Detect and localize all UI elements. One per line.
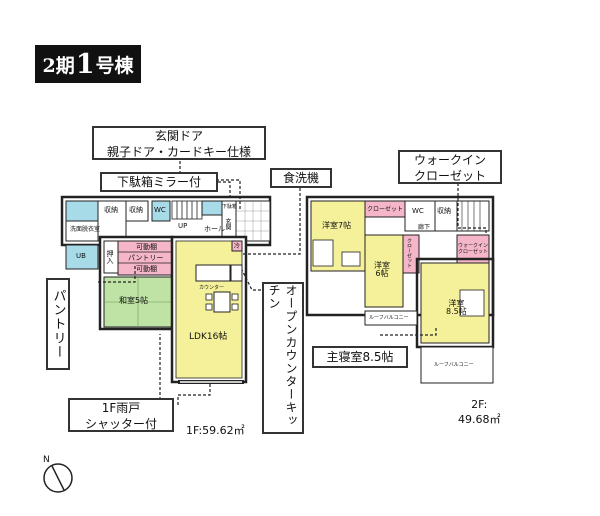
f2-room6-label: 洋室 6帖 [374,262,390,278]
f2-area: 2F: 49.68㎡ [458,398,501,427]
f2-room85-label: 洋室 8.5帖 [446,300,467,316]
f2-roof-balcony1-label: ルーフバルコニー [369,315,409,321]
floor1-plan [60,195,272,384]
f1-closet-label: 押入 [106,250,114,264]
floor2-plan [305,195,495,384]
f2-area-label: 2F: [471,398,488,411]
f2-hallway-label: 廊下 [418,224,431,231]
compass-north-label: N [43,455,50,465]
callout-walkin-closet: ウォークイン クローゼット [398,150,502,184]
leader-lines [98,156,487,405]
badge-suffix: 号棟 [95,54,134,77]
callout-shutter-line1: 1F雨戸 [101,401,141,415]
f2-walkin-line2: クローゼット [458,249,489,255]
f1-shoebox-label: 下駄箱 [222,204,238,210]
callout-walkin-line2: クローゼット [413,169,486,183]
callout-shutter-line2: シャッター付 [84,417,157,431]
callout-walkin-line1: ウォークイン [413,153,486,167]
f2-walkin-label: ウォークイン クローゼット [458,243,488,255]
callout-dishwasher-text: 食洗機 [282,171,319,185]
f1-up-label: UP [178,222,188,230]
building-badge: 2期 1 号棟 [35,45,141,83]
badge-number: 1 [75,48,95,80]
callout-pantry: パントリー [46,278,70,370]
f1-toilet-label: WC [154,206,166,214]
f1-storage-bottom-label: 可動棚 [136,265,157,273]
callout-shoe-mirror-text: 下駄箱ミラー付 [116,175,201,189]
f1-hall-label: ホール [204,225,225,233]
callout-entrance-line2: 親子ドア・カードキー仕様 [106,145,251,159]
callout-shoe-mirror: 下駄箱ミラー付 [100,172,218,192]
callout-open-kitchen: オープンカウンターキッチン [262,282,304,434]
f2-area-value: 49.68㎡ [458,413,501,426]
callout-pantry-text: パントリー [50,289,66,359]
f2-closet6-label: クローゼット [406,238,412,268]
f2-room6-line1: 洋室 [374,261,390,270]
f1-washroom-label: 洗面脱衣室 [70,226,101,233]
f1-storage1-label: 収納 [104,206,118,214]
callout-open-kitchen-text: オープンカウンターキッチン [267,284,298,427]
f1-ldk-label: LDK16帖 [189,332,228,342]
callout-shutter: 1F雨戸 シャッター付 [68,398,174,432]
f1-genkan-label: 玄関 [224,218,231,230]
callout-entrance-line1: 玄関ドア [154,129,203,143]
f2-room6-line2: 6帖 [375,269,389,278]
compass-drawing [43,463,73,493]
f1-washitsu-label: 和室5帖 [119,296,149,305]
callout-master-bedroom-text: 主寝室8.5帖 [326,350,394,364]
callout-entrance-door: 玄関ドア 親子ドア・カードキー仕様 [92,126,266,160]
f2-room7-label: 洋室7帖 [322,221,352,230]
f1-storage-top-label: 可動棚 [136,243,157,251]
callout-master-bedroom: 主寝室8.5帖 [312,346,408,368]
f1-storage2-label: 収納 [129,206,143,214]
f1-pantry-label: パントリー [128,254,164,262]
f2-room85-line1: 洋室 [448,299,465,308]
callout-dishwasher: 食洗機 [270,168,332,188]
badge-prefix: 2期 [42,54,75,77]
f2-roof-balcony2-label: ルーフバルコニー [434,362,474,368]
f2-storage-label: 収納 [437,207,451,215]
f2-room85-line2: 8.5帖 [446,307,467,316]
f2-wc-label: WC [412,207,424,215]
f1-fridge-label: 冷 [234,243,241,250]
f2-closet7-label: クローゼット [367,206,404,213]
f2-walkin-line1: ウォークイン [458,243,489,249]
f1-area: 1F:59.62㎡ [186,424,245,437]
f1-counter-label: カウンター [199,285,225,291]
f1-bath-label: UB [76,252,86,260]
